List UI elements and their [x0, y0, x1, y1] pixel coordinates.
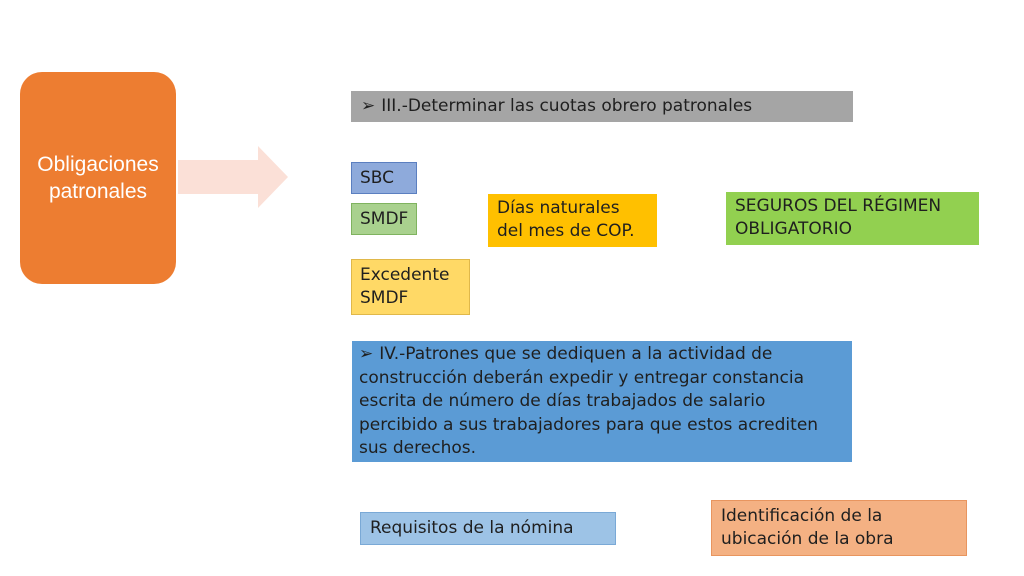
section-iii-text: III.-Determinar las cuotas obrero patron…	[381, 96, 753, 116]
excedente-label: Excedente SMDF	[360, 265, 450, 308]
obligaciones-box: Obligaciones patronales	[20, 72, 176, 284]
requisitos-label: Requisitos de la nómina	[370, 518, 574, 538]
seguros-label: SEGUROS DEL RÉGIMEN OBLIGATORIO	[735, 196, 942, 239]
section-iv-text: IV.-Patrones que se dediquen a la activi…	[359, 344, 819, 458]
dias-box: Días naturales del mes de COP.	[488, 194, 657, 247]
sbc-label: SBC	[360, 168, 395, 188]
dias-label: Días naturales del mes de COP.	[497, 198, 635, 241]
arrow-bullet-icon: ➢	[361, 96, 376, 116]
obligaciones-label: Obligaciones patronales	[37, 153, 159, 203]
right-arrow-icon	[178, 146, 288, 208]
seguros-box: SEGUROS DEL RÉGIMEN OBLIGATORIO	[726, 192, 979, 245]
identificacion-box: Identificación de la ubicación de la obr…	[711, 500, 967, 556]
requisitos-box: Requisitos de la nómina	[360, 512, 616, 545]
arrow-bullet-icon: ➢	[359, 344, 374, 364]
smdf-box: SMDF	[351, 203, 417, 235]
excedente-box: Excedente SMDF	[351, 259, 470, 315]
section-iv-block: ➢IV.-Patrones que se dediquen a la activ…	[352, 341, 852, 462]
section-iii-header: ➢III.-Determinar las cuotas obrero patro…	[351, 91, 853, 122]
identificacion-label: Identificación de la ubicación de la obr…	[721, 506, 894, 549]
smdf-label: SMDF	[360, 209, 409, 229]
sbc-box: SBC	[351, 162, 417, 194]
